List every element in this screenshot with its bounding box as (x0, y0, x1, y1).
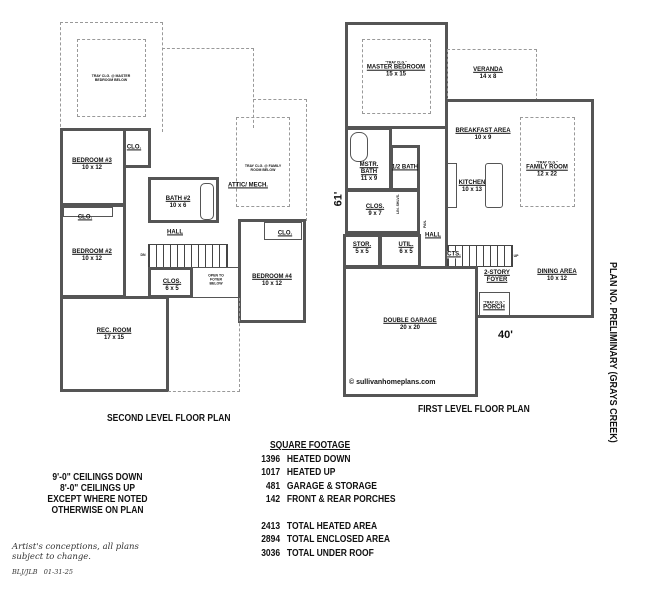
room-double-garage (343, 266, 478, 397)
foyer-label: 2-STORY FOYER (484, 269, 510, 283)
roof-outline (253, 99, 307, 221)
room-rec-room (60, 296, 169, 392)
coats-closet-label: CTS. (447, 251, 461, 259)
utility-label: UTIL.6 x 5 (398, 241, 414, 255)
note-line: OTHERWISE ON PLAN (51, 505, 144, 516)
hall-label: HALL (167, 229, 183, 236)
veranda-outline (447, 49, 537, 101)
roof-outline (60, 22, 163, 132)
closet-label: CLO. (126, 144, 142, 151)
note-line: 8'-0" CEILINGS UP (59, 483, 136, 494)
half-bath-label: 1/2 BATH (391, 164, 419, 171)
disclaimer-line: Artist's conceptions, all plans (12, 542, 139, 552)
disclaimer-line: subject to change. (12, 552, 92, 562)
closet-label: CLO. (77, 214, 93, 221)
tray-family-note: TRAY CLG. @ FAMILY ROOM BELOW (244, 163, 282, 172)
room-bath-2 (148, 177, 219, 223)
first-level-title: FIRST LEVEL FLOOR PLAN (418, 404, 530, 415)
room-storage (343, 234, 381, 268)
bathtub-icon (200, 183, 214, 220)
bathtub-icon (350, 132, 368, 162)
tray-ceiling-outline (236, 117, 290, 207)
attic-label: ATTIC/ MECH. (228, 182, 268, 189)
closet-hall (148, 267, 193, 298)
initials-date: BLJ/JLB 01-31-25 (12, 568, 73, 576)
disclaimer: Artist's conceptions, all plans subject … (12, 542, 139, 562)
tray-ceiling-outline (362, 39, 431, 114)
staircase (148, 244, 228, 268)
stairs-up-label: UP (513, 253, 519, 258)
closet-label: CLO. (277, 230, 293, 237)
plan-number: PLAN NO. PRELIMINARY (GRAYS CREEK) (607, 262, 618, 443)
hall-label: HALL (425, 232, 441, 239)
note-line: EXCEPT WHERE NOTED (47, 494, 148, 505)
closet-bedroom-2 (63, 207, 113, 217)
storage-label: STOR.5 x 5 (352, 241, 372, 255)
copyright: © sullivanhomeplans.com (349, 379, 436, 386)
room-bedroom-4 (238, 219, 306, 323)
stairs-down-label: DN (140, 252, 146, 258)
porch-label: "TRAY CLG."PORCH (483, 300, 505, 311)
open-to-foyer-label: OPEN TO FOYER BELOW (208, 273, 224, 287)
ceiling-notes: 9'-0" CEILINGS DOWN 8'-0" CEILINGS UP EX… (40, 472, 155, 516)
porch (479, 292, 510, 316)
closet-label: CLOS.9 x 7 (365, 203, 385, 217)
closet-label: CLOS.6 x 5 (162, 278, 182, 292)
pantry-label: PAN. (422, 219, 427, 229)
square-footage-title: SQUARE FOOTAGE (270, 440, 351, 451)
note-line: 9'-0" CEILINGS DOWN (52, 472, 143, 483)
room-closet (345, 189, 420, 234)
roof-outline (162, 48, 254, 128)
width-dimension: 40' (498, 329, 513, 341)
roof-outline (168, 298, 240, 392)
second-level-title: SECOND LEVEL FLOOR PLAN (107, 413, 231, 424)
closet-bedroom-3 (123, 128, 151, 168)
room-bedroom-2 (60, 204, 126, 298)
kitchen-counter (445, 163, 457, 208)
linen-shelves-label: LIN. SHLVS. (395, 194, 400, 214)
kitchen-island (485, 163, 503, 208)
tray-master-note: TRAY CLG. @ MASTER BEDROOM BELOW (91, 73, 131, 82)
closet-bedroom-4 (264, 222, 302, 240)
depth-dimension: 61' (332, 191, 345, 207)
tray-ceiling-outline (77, 39, 146, 117)
tray-ceiling-outline (520, 117, 575, 207)
